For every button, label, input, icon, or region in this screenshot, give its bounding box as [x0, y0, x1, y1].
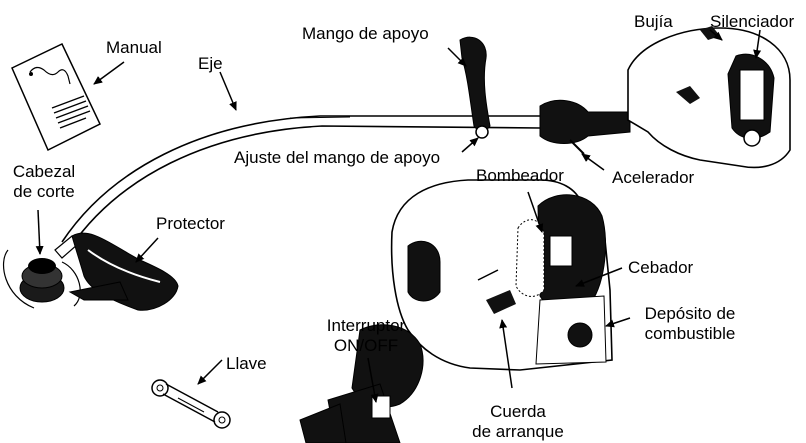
label-cuerda-line2: de arranque: [468, 422, 568, 441]
label-silenciador: Silenciador: [710, 12, 794, 31]
label-protector: Protector: [156, 214, 225, 233]
arrow-ajuste: [462, 138, 478, 152]
cutting-head-illustration: [4, 236, 81, 308]
arrow-acelerador: [582, 154, 604, 170]
label-eje: Eje: [198, 54, 223, 73]
label-interruptor-line1: Interruptor: [318, 316, 414, 335]
label-mango-apoyo: Mango de apoyo: [302, 24, 429, 43]
manual-illustration: [12, 44, 100, 150]
label-deposito-line2: combustible: [636, 324, 744, 343]
wrench-illustration: [152, 380, 230, 428]
arrow-manual: [94, 62, 124, 84]
engine-top-illustration: [628, 26, 790, 167]
label-cabezal-line1: Cabezal: [12, 162, 76, 181]
label-cuerda-line1: Cuerda: [468, 402, 568, 421]
label-interruptor-line2: ON/OFF: [318, 336, 414, 355]
throttle-grip-illustration: [540, 100, 630, 154]
label-cebador: Cebador: [628, 258, 693, 277]
arrow-cabezal: [38, 210, 40, 254]
label-ajuste-mango: Ajuste del mango de apoyo: [234, 148, 440, 167]
arrow-llave: [198, 360, 222, 384]
label-bujia: Bujía: [634, 12, 673, 31]
label-llave: Llave: [226, 354, 267, 373]
support-handle-illustration: [460, 37, 490, 138]
arrow-eje: [220, 72, 236, 110]
label-manual: Manual: [106, 38, 162, 57]
arrow-protector: [136, 238, 158, 262]
label-cabezal-line2: de corte: [8, 182, 80, 201]
guard-illustration: [70, 233, 178, 310]
label-deposito-line1: Depósito de: [636, 304, 744, 323]
label-bombeador: Bombeador: [476, 166, 564, 185]
label-acelerador: Acelerador: [612, 168, 694, 187]
